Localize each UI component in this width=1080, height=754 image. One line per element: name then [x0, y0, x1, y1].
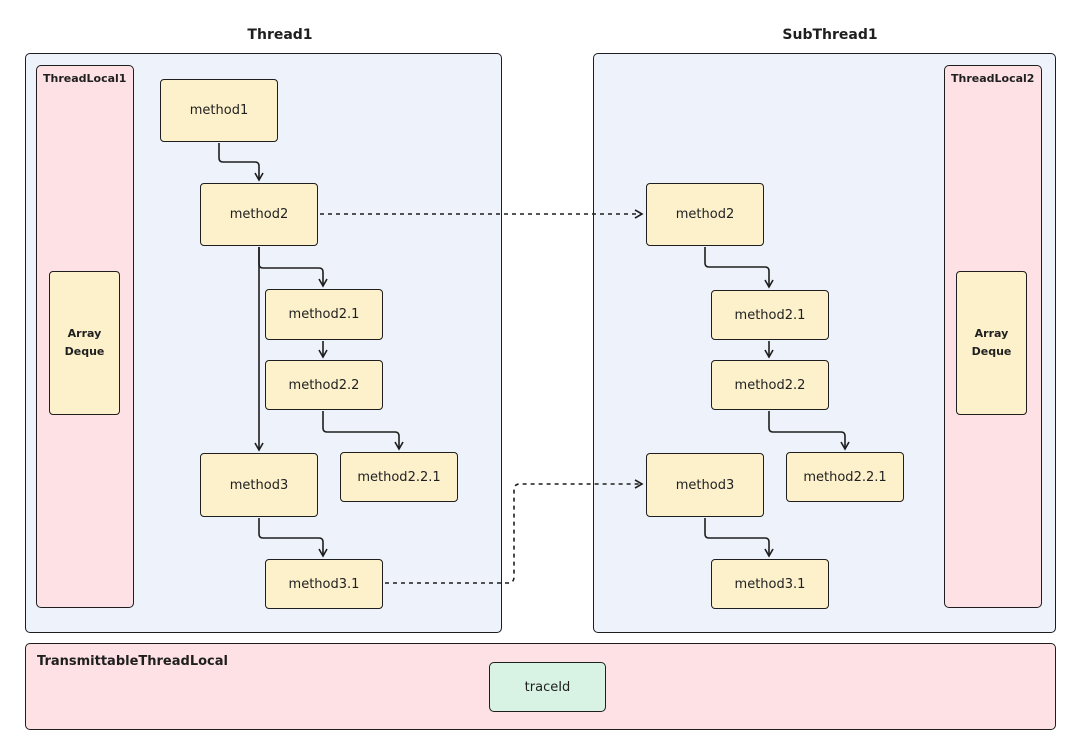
t1-method1-box: method1	[160, 79, 278, 142]
subthread1-title: SubThread1	[782, 27, 878, 43]
st-method3-1-box: method3.1	[711, 559, 829, 609]
st-method2-1-box: method2.1	[711, 290, 829, 340]
st-method2-2-box: method2.2	[711, 360, 829, 410]
threadlocal1-label: ThreadLocal1	[43, 72, 127, 85]
t1-method2-box: method2	[200, 183, 318, 246]
t1-method3-box: method3	[200, 453, 318, 517]
thread1-deque-line2: Deque	[64, 345, 105, 358]
t1-method2-2-box: method2.2	[265, 360, 383, 410]
thread1-title: Thread1	[247, 27, 313, 43]
subthread1-deque-line2: Deque	[971, 345, 1012, 358]
t1-method2-1-box: method2.1	[265, 289, 383, 340]
threadlocal2-label: ThreadLocal2	[951, 72, 1035, 85]
transmittable-threadlocal-label: TransmittableThreadLocal	[37, 654, 228, 669]
t1-method3-1-box: method3.1	[265, 559, 383, 609]
st-method3-box: method3	[646, 453, 764, 517]
st-method2-box: method2	[646, 183, 764, 246]
subthread1-deque-line1: Array	[974, 327, 1009, 341]
st-method2-2-1-box: method2.2.1	[786, 452, 904, 502]
transmittable-threadlocal-panel: TransmittableThreadLocal	[25, 643, 1056, 730]
t1-method2-2-1-box: method2.2.1	[340, 452, 458, 502]
thread1-deque-line1: Array	[67, 327, 102, 341]
traceid-box: traceId	[489, 662, 606, 712]
